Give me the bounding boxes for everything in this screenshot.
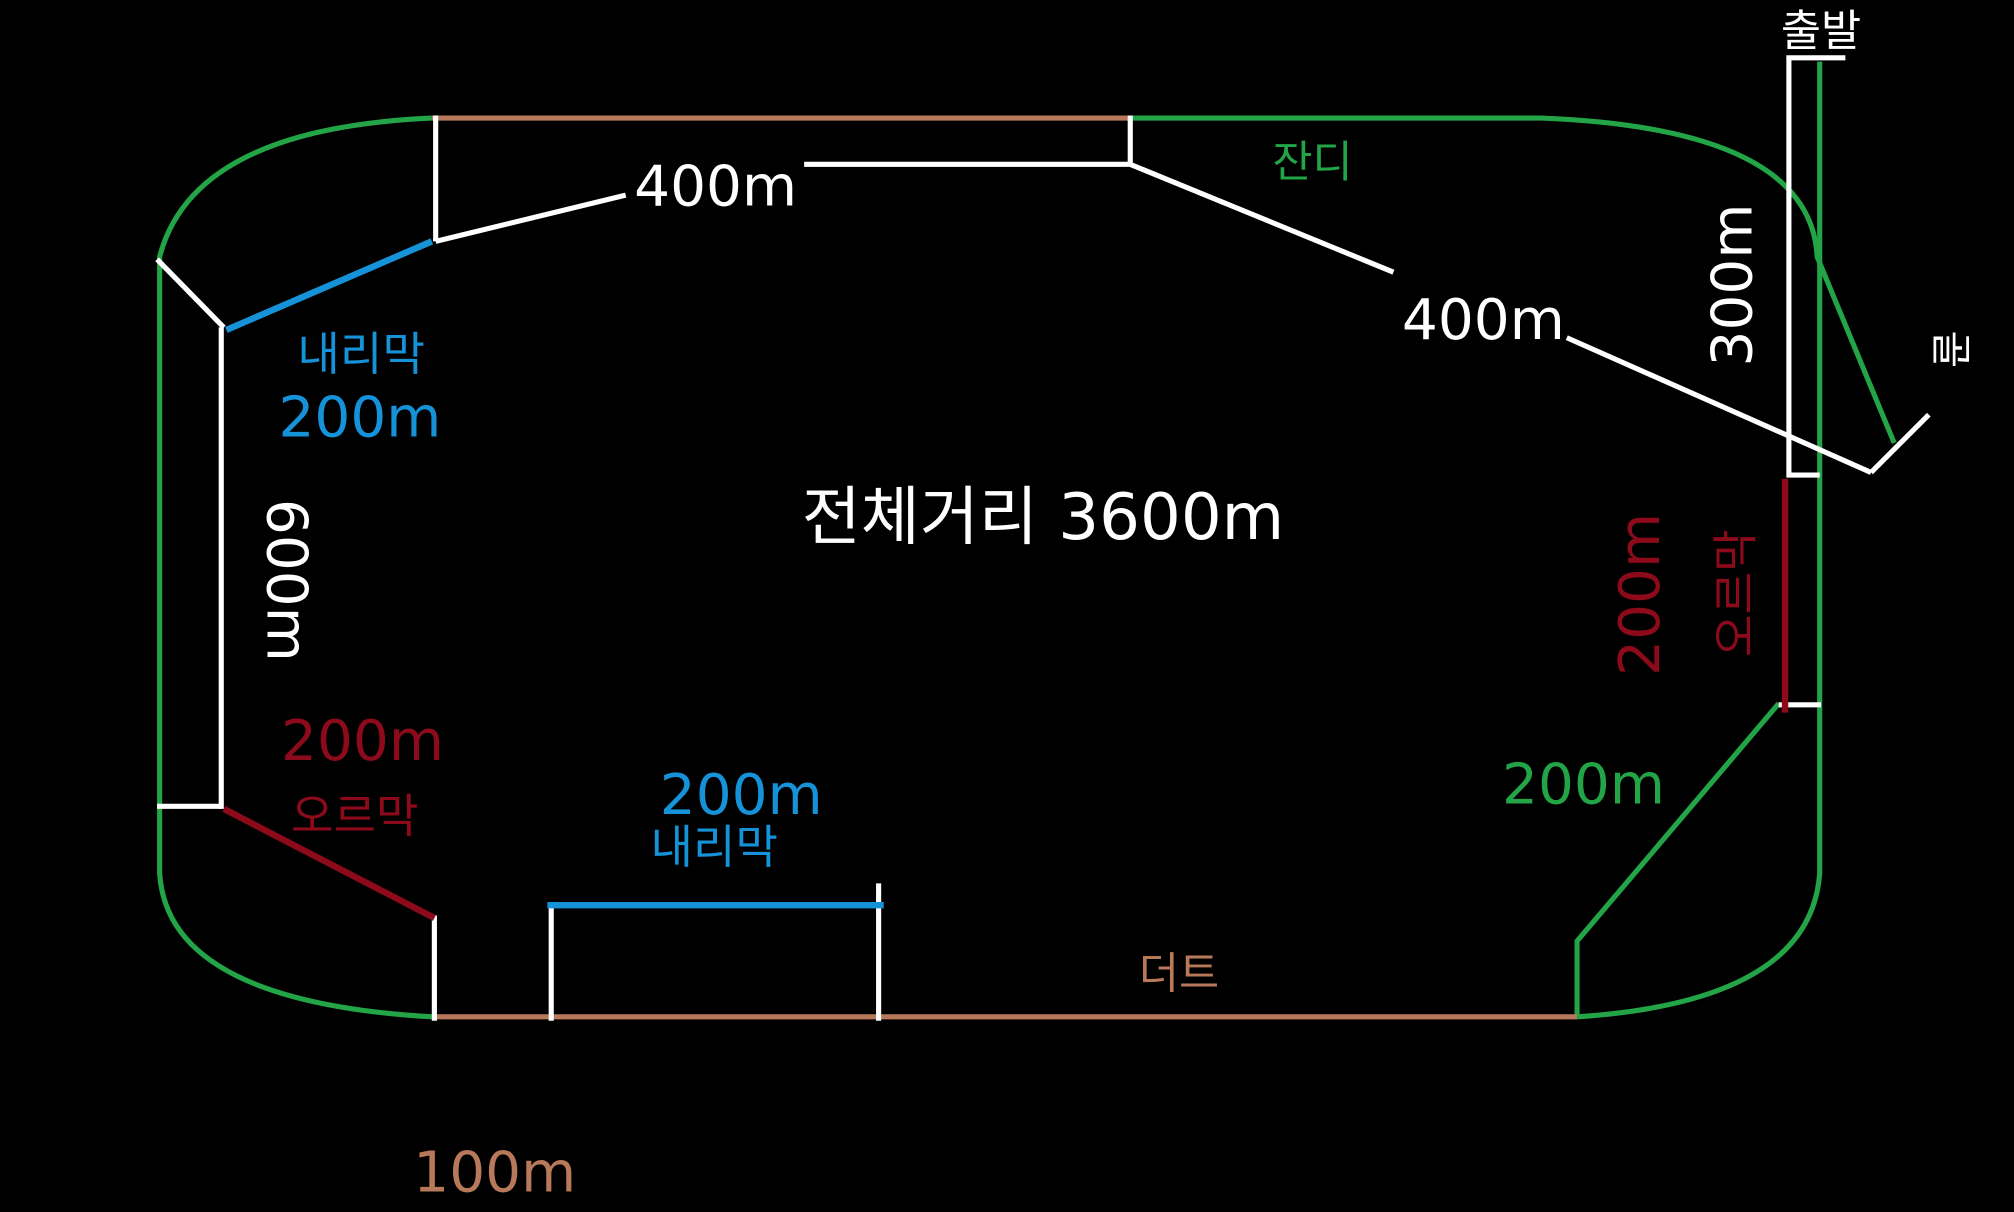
turf-right-dist-label: 200m	[1502, 753, 1665, 818]
uphill-left-segment	[222, 806, 436, 921]
downhill-top-dist-label: 200m	[278, 386, 441, 451]
downhill-bottom-dist-label: 200m	[660, 763, 823, 828]
diag-400m-label: 400m	[1402, 288, 1565, 353]
diag-400m-upper-line	[1129, 161, 1395, 275]
goal-label: 골	[1927, 330, 1975, 368]
downhill-bottom-label: 내리막	[650, 820, 778, 874]
turf-right-200m-segment	[1574, 701, 1781, 1017]
uphill-right-label: 오르막	[1709, 529, 1763, 657]
dirt-track	[431, 115, 1578, 1020]
goal-marker	[1869, 412, 1931, 475]
downhill-top-label: 내리막	[297, 327, 425, 381]
top-400m-left-line	[435, 192, 627, 244]
right-300m-label: 300m	[1701, 204, 1766, 367]
start-gate	[1786, 55, 1846, 478]
left-600m-label: 600m	[253, 499, 318, 662]
turf-top-right-curve	[1130, 115, 1897, 444]
turf-label: 잔디	[1272, 137, 1352, 188]
uphill-right-dist-label: 200m	[1608, 513, 1673, 676]
course-lines	[155, 55, 1931, 1021]
downhill-segments	[225, 238, 884, 909]
uphill-segments	[222, 478, 1789, 921]
start-label: 출발	[1781, 6, 1861, 57]
diag-400m-lower-line	[1565, 335, 1873, 475]
left-diagonal-connector	[155, 257, 226, 330]
uphill-left-label: 오르막	[291, 789, 419, 843]
downhill-top-segment	[225, 238, 434, 333]
dirt-label: 더트	[1139, 949, 1219, 1000]
top-400m-label: 400m	[634, 154, 797, 219]
turf-left-top-curve	[157, 115, 432, 1020]
uphill-left-dist-label: 200m	[281, 709, 444, 774]
total-distance-label: 전체거리 3600m	[802, 480, 1285, 555]
bottom-100m-label: 100m	[413, 1140, 576, 1205]
turf-right-edge	[1576, 61, 1823, 1020]
turf-track	[157, 61, 1897, 1020]
